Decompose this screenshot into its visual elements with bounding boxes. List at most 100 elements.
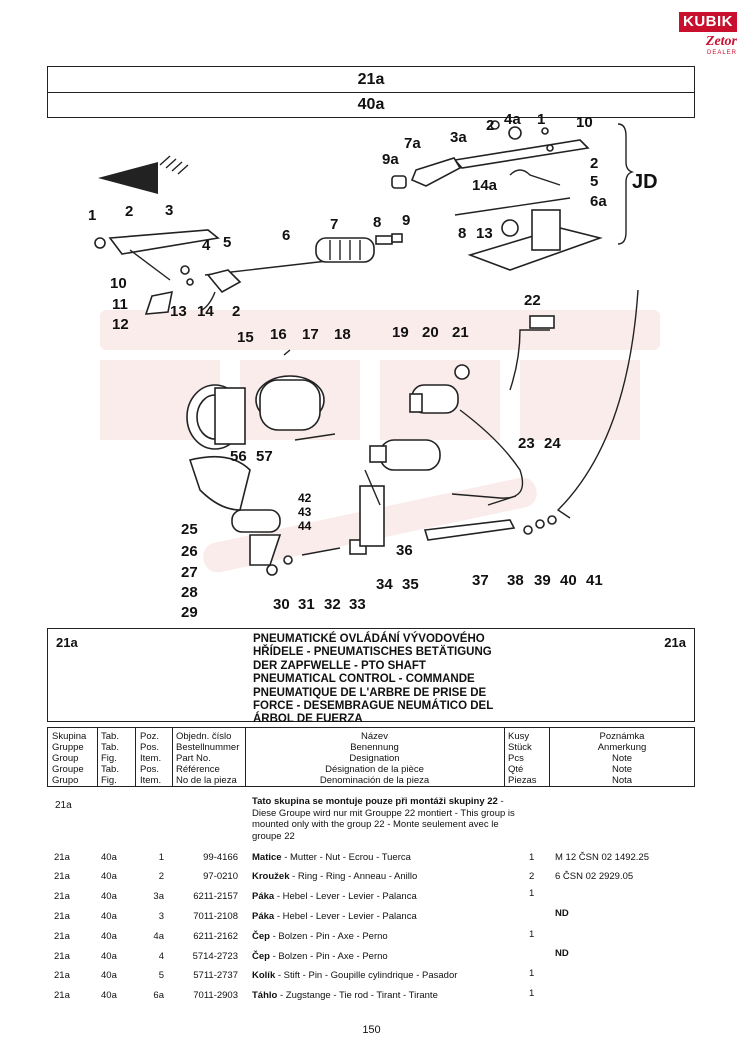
callout-15: 15 <box>237 329 254 346</box>
title-line: HŘÍDELE - PNEUMATISCHES BETÄTIGUNG <box>253 646 492 659</box>
callout-8b: 8 <box>458 225 466 242</box>
col-tab: Tab.Tab.Fig.Tab.Fig. <box>97 728 134 786</box>
title-group-right: 21a <box>664 635 686 650</box>
callout-1b: 1 <box>537 111 545 128</box>
exploded-parts-diagram: 1 2 3 4 5 6 7 8 9 10 11 12 13 14 2 2 4a … <box>88 111 660 621</box>
title-line: PNEUMATICAL CONTROL - COMMANDE <box>253 673 475 686</box>
callout-20: 20 <box>422 324 439 341</box>
callout-5: 5 <box>223 234 231 251</box>
callout-24: 24 <box>544 435 561 452</box>
logo-tag: DEALER <box>706 50 737 56</box>
callout-7: 7 <box>330 216 338 233</box>
callout-3a: 3a <box>450 129 467 146</box>
callout-34: 34 <box>376 576 393 593</box>
callout-57: 57 <box>256 448 273 465</box>
callout-11: 11 <box>112 296 128 313</box>
callout-5b: 5 <box>590 173 598 190</box>
group-header-table: 21a 40a <box>47 66 695 118</box>
callout-10b: 10 <box>576 114 593 131</box>
callout-21: 21 <box>452 324 469 341</box>
callout-labels: 1 2 3 4 5 6 7 8 9 10 11 12 13 14 2 2 4a … <box>88 111 658 621</box>
callout-6a: 6a <box>590 193 607 210</box>
callout-25: 25 <box>181 521 198 538</box>
mounting-note: Tato skupina se montuje pouze při montáž… <box>252 796 522 842</box>
direction-arrow-icon <box>98 155 189 194</box>
note-rest: - Diese Groupe wird nur mit Grouppe 22 m… <box>252 796 515 842</box>
callout-16: 16 <box>270 326 287 343</box>
title-line: DER ZAPFWELLE - PTO SHAFT <box>253 659 426 672</box>
callout-30: 30 <box>273 596 290 613</box>
callout-44: 44 <box>298 519 312 533</box>
callout-17: 17 <box>302 326 319 343</box>
title-line: FORCE - DESEMBRAGUE NEUMÁTICO DEL <box>253 700 494 713</box>
callout-6: 6 <box>282 227 290 244</box>
lever-assembly <box>94 229 337 315</box>
callout-18: 18 <box>334 326 351 343</box>
callout-29: 29 <box>181 604 198 621</box>
callout-13b: 13 <box>476 225 493 242</box>
callout-26: 26 <box>181 543 198 560</box>
callout-31: 31 <box>298 596 315 613</box>
callout-38: 38 <box>507 572 524 589</box>
lever-grip <box>315 233 403 263</box>
note-group: 21a <box>55 800 72 811</box>
callout-41: 41 <box>586 572 603 589</box>
kubik-zetor-logo: KUBIK Zetor DEALER <box>679 12 737 58</box>
callout-13: 13 <box>170 303 187 320</box>
callout-32: 32 <box>324 596 341 613</box>
lower-linkage-assembly <box>188 455 557 576</box>
callout-9a: 9a <box>382 151 399 168</box>
callout-27: 27 <box>181 564 198 581</box>
callout-36: 36 <box>396 542 413 559</box>
callout-4a: 4a <box>504 111 521 128</box>
callout-7a: 7a <box>404 135 421 152</box>
callout-43: 43 <box>298 505 312 519</box>
callout-37: 37 <box>472 572 489 589</box>
page-number: 150 <box>362 1024 381 1036</box>
jd-assembly <box>391 120 635 271</box>
title-line: ÁRBOL DE FUERZA <box>253 713 363 726</box>
title-line: PNEUMATIQUE DE L'ARBRE DE PRISE DE <box>253 686 487 699</box>
col-pos: Poz.Pos.Item.Pos.Item. <box>135 728 171 786</box>
callout-jd: JD <box>632 171 658 193</box>
callout-2c: 2 <box>486 117 494 134</box>
logo-sub: Zetor <box>705 34 737 49</box>
group-number: 21a <box>48 67 694 93</box>
logo-brand: KUBIK <box>679 12 737 32</box>
callout-12: 12 <box>112 316 129 333</box>
callout-14: 14 <box>197 303 214 320</box>
callout-10: 10 <box>110 275 127 292</box>
note-bold: Tato skupina se montuje pouze při montáž… <box>252 796 498 807</box>
title-group-left: 21a <box>56 635 78 650</box>
callout-4: 4 <box>202 237 211 254</box>
callout-40: 40 <box>560 572 577 589</box>
callout-39: 39 <box>534 572 551 589</box>
callout-3: 3 <box>165 202 173 219</box>
callout-33: 33 <box>349 596 366 613</box>
callout-19: 19 <box>392 324 409 341</box>
callout-2b: 2 <box>232 303 240 320</box>
pneumatic-cylinder-assembly <box>186 289 639 519</box>
title-block: 21a 21a PNEUMATICKÉ OVLÁDÁNÍ VÝVODOVÉHO … <box>47 628 695 725</box>
callout-1: 1 <box>88 207 96 224</box>
callout-56: 56 <box>230 448 247 465</box>
callout-2: 2 <box>125 203 133 220</box>
callout-8: 8 <box>373 214 381 231</box>
callout-22: 22 <box>524 292 541 309</box>
section-title: PNEUMATICKÉ OVLÁDÁNÍ VÝVODOVÉHO HŘÍDELE … <box>253 633 513 727</box>
table-number: 40a <box>357 96 385 113</box>
callout-2d: 2 <box>590 155 598 172</box>
callout-35: 35 <box>402 576 419 593</box>
callout-9: 9 <box>402 212 410 229</box>
